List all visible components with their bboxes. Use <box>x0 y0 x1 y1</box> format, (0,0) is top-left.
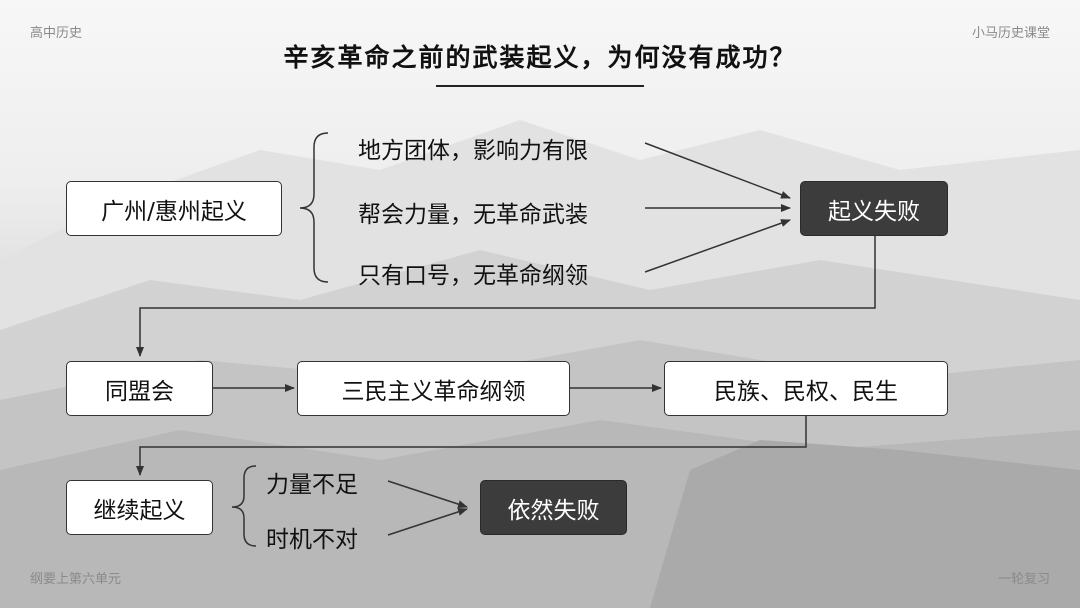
arrow-to-org <box>136 236 876 357</box>
node-continue-uprising: 继续起义 <box>66 480 213 535</box>
reason-slogan-only: 只有口号，无革命纲领 <box>358 263 588 289</box>
node-three-principles: 三民主义革命纲领 <box>297 361 570 416</box>
node-uprising-failed: 起义失败 <box>800 181 948 236</box>
reason-insufficient-strength: 力量不足 <box>266 472 358 498</box>
arrow-reason-strength <box>387 480 468 508</box>
unit-label: 纲要上第六单元 <box>30 572 122 587</box>
arrow-to-continue <box>136 416 807 476</box>
node-still-failed: 依然失败 <box>480 480 627 535</box>
title-underline <box>436 85 644 87</box>
brace-row1 <box>299 132 329 283</box>
reason-gang-force: 帮会力量，无革命武装 <box>358 202 588 228</box>
page-title: 辛亥革命之前的武装起义，为何没有成功？ <box>283 43 797 72</box>
node-guangzhou-huizhou-uprising: 广州/惠州起义 <box>66 181 282 236</box>
brace-row3 <box>231 465 257 547</box>
arrow-reason1 <box>644 142 791 199</box>
arrow-reason3 <box>644 219 791 273</box>
review-label: 一轮复习 <box>997 572 1050 587</box>
course-label: 高中历史 <box>30 26 83 41</box>
channel-label: 小马历史课堂 <box>971 26 1050 41</box>
reason-wrong-timing: 时机不对 <box>266 527 358 553</box>
node-nation-rights-livelihood: 民族、民权、民生 <box>664 361 948 416</box>
arrow-reason-timing <box>387 508 468 536</box>
node-tongmenghui: 同盟会 <box>66 361 213 416</box>
reason-local-group: 地方团体，影响力有限 <box>358 138 588 164</box>
